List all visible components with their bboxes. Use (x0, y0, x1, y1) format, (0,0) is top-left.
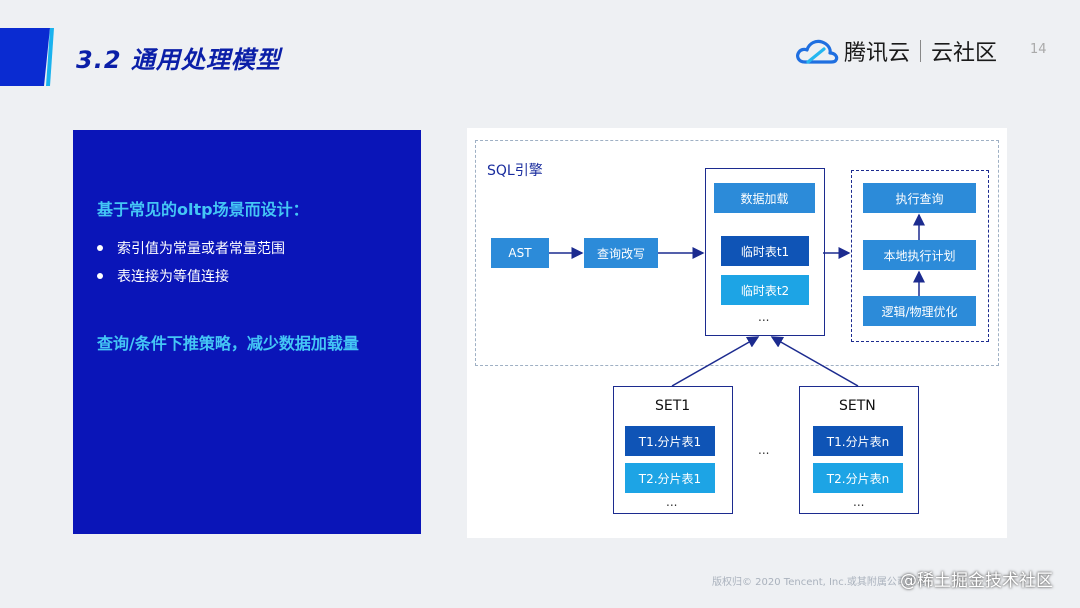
sql-engine-label: SQL引擎 (487, 163, 543, 179)
optimize-node: 逻辑/物理优化 (863, 296, 976, 326)
set1-ellipsis: ... (666, 495, 678, 509)
diagram-arrows (549, 213, 925, 387)
setn-ellipsis: ... (853, 495, 865, 509)
page-number: 14 (1030, 42, 1047, 57)
bullet-item: 表连接为等值连接 (97, 262, 285, 290)
temp-table-ellipsis: ... (758, 310, 770, 324)
temp-table-1-node: 临时表t1 (721, 236, 809, 266)
data-load-node: 数据加载 (714, 183, 815, 213)
brand-name: 腾讯云 (844, 41, 911, 66)
header-bar (0, 28, 50, 86)
set1-shard-2: T2.分片表1 (625, 463, 715, 493)
temp-table-2-node: 临时表t2 (721, 275, 809, 305)
sql-engine-zone (475, 140, 999, 366)
brand-community: 云社区 (931, 41, 998, 66)
strategy-text: 查询/条件下推策略，减少数据加载量 (97, 334, 359, 353)
tencent-cloud-logo-icon (796, 39, 839, 64)
setn-shard-1: T1.分片表n (813, 426, 903, 456)
brand-separator (920, 40, 922, 62)
query-rewrite-node: 查询改写 (584, 238, 658, 268)
setn-shard-2: T2.分片表n (813, 463, 903, 493)
bullet-item: 索引值为常量或者常量范围 (97, 234, 285, 262)
setn-title: SETN (839, 398, 876, 414)
ast-node: AST (491, 238, 549, 268)
brand: 腾讯云 云社区 (794, 36, 997, 66)
bullet-dot-icon (97, 245, 103, 251)
sets-ellipsis: ... (758, 443, 770, 457)
bullet-dot-icon (97, 273, 103, 279)
bullet-list: 索引值为常量或者常量范围 表连接为等值连接 (97, 234, 285, 290)
set1-shard-1: T1.分片表1 (625, 426, 715, 456)
header-accent (46, 28, 54, 86)
set1-title: SET1 (655, 398, 691, 414)
copyright-text: 版权归© 2020 Tencent, Inc.或其附属公司所有 (712, 577, 927, 588)
execute-query-node: 执行查询 (863, 183, 976, 213)
watermark: @稀土掘金技术社区 (900, 571, 1053, 591)
local-plan-node: 本地执行计划 (863, 240, 976, 270)
panel-heading: 基于常见的oltp场景而设计： (97, 200, 309, 219)
left-panel: 基于常见的oltp场景而设计： 索引值为常量或者常量范围 表连接为等值连接 查询… (73, 130, 421, 534)
execution-zone (851, 170, 989, 342)
slide-title: 3.2 通用处理模型 (76, 46, 281, 74)
architecture-diagram: SQL引擎 AST 查询改写 数据加载 临时表t1 临时表t2 ... 执行查询… (467, 128, 1007, 538)
